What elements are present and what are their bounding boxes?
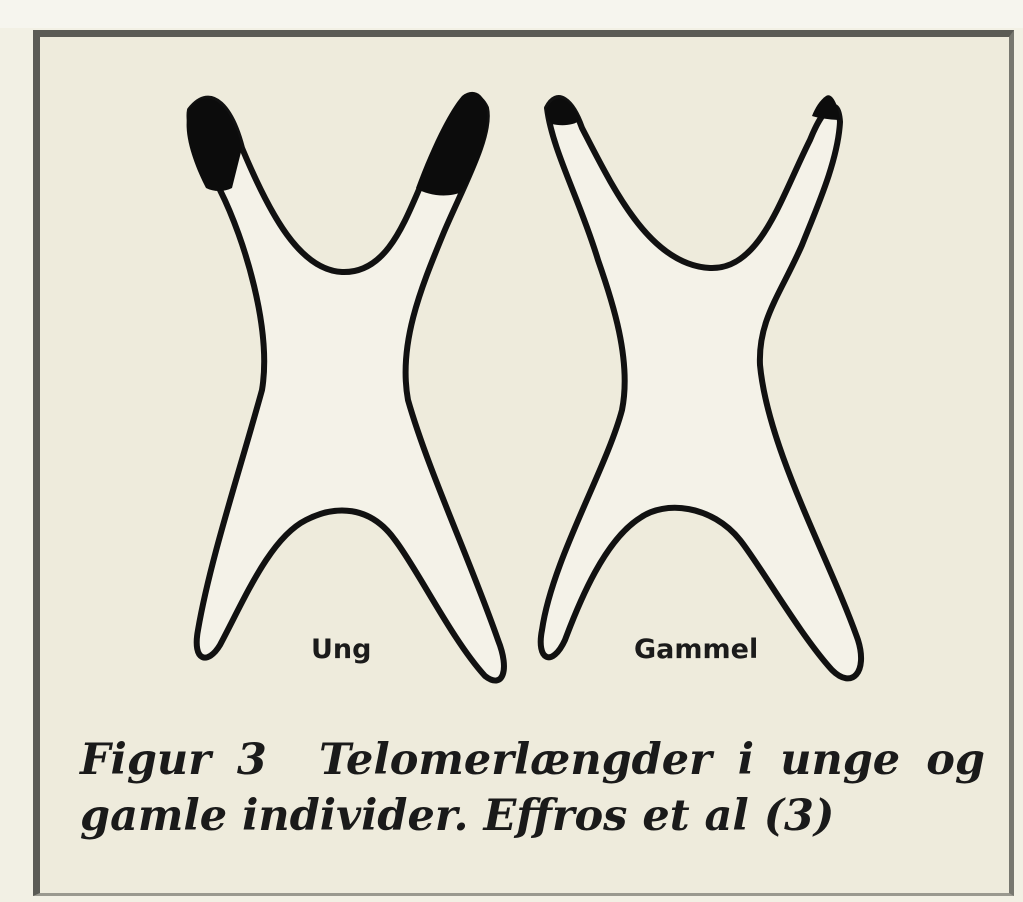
caption-line-1: Telomerlængder i unge og xyxy=(319,735,985,785)
old-chromosome-outline xyxy=(541,98,861,678)
caption-line-2: gamle individer. Effros et al (3) xyxy=(80,788,985,844)
old-label: Gammel xyxy=(634,634,758,665)
young-label: Ung xyxy=(311,634,371,665)
old-chromosome: Gammel xyxy=(541,95,861,678)
young-chromosome: Ung xyxy=(187,92,504,681)
young-telomere-right xyxy=(416,92,487,196)
figure-number: Figur 3 xyxy=(80,735,267,785)
figure-caption: Figur 3 Telomerlængder i unge og gamle i… xyxy=(80,732,985,844)
young-telomere-left xyxy=(187,98,242,191)
old-telomere-right xyxy=(812,95,840,120)
old-telomere-left xyxy=(546,99,580,126)
